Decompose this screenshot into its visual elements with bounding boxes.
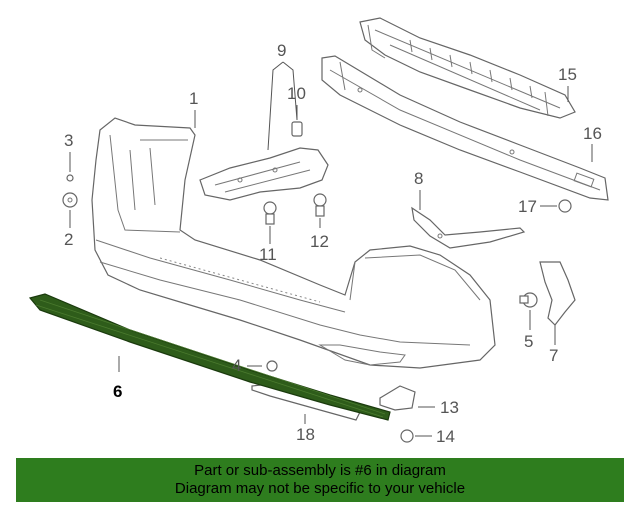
callout-9: 9 <box>277 41 287 60</box>
callout-13: 13 <box>440 398 459 417</box>
parts-diagram <box>28 17 609 443</box>
leader-lines <box>69 61 593 437</box>
callout-14: 14 <box>436 427 455 446</box>
part-info-banner: Part or sub-assembly is #6 in diagram Di… <box>16 458 624 502</box>
callout-4: 4 <box>232 356 242 375</box>
fasteners <box>62 174 572 443</box>
part-10-clip <box>291 121 303 137</box>
callout-18: 18 <box>296 425 315 444</box>
part-1-bumper-cover <box>91 117 496 369</box>
callout-11: 11 <box>259 245 277 264</box>
callout-7: 7 <box>549 346 559 365</box>
part-9-bracket <box>199 147 329 201</box>
banner-line-1: Part or sub-assembly is #6 in diagram <box>194 462 446 479</box>
callout-16: 16 <box>583 124 602 143</box>
part-8-bracket <box>411 206 526 249</box>
callout-10: 10 <box>287 84 306 103</box>
callout-8: 8 <box>414 169 424 188</box>
callout-1: 1 <box>189 89 199 108</box>
callout-6: 6 <box>113 382 123 401</box>
part-15-absorber <box>359 17 576 119</box>
part-6-step-garnish <box>28 293 391 421</box>
callout-2: 2 <box>64 230 74 249</box>
part-13-bracket <box>379 385 416 411</box>
callout-17: 17 <box>518 197 537 216</box>
part-16-bumper-beam <box>321 55 609 201</box>
callout-3: 3 <box>64 131 74 150</box>
banner-line-2: Diagram may not be specific to your vehi… <box>174 480 466 497</box>
part-7-spacer <box>539 261 576 326</box>
callout-5: 5 <box>524 332 534 351</box>
callout-12: 12 <box>310 232 329 251</box>
callout-15: 15 <box>558 65 577 84</box>
